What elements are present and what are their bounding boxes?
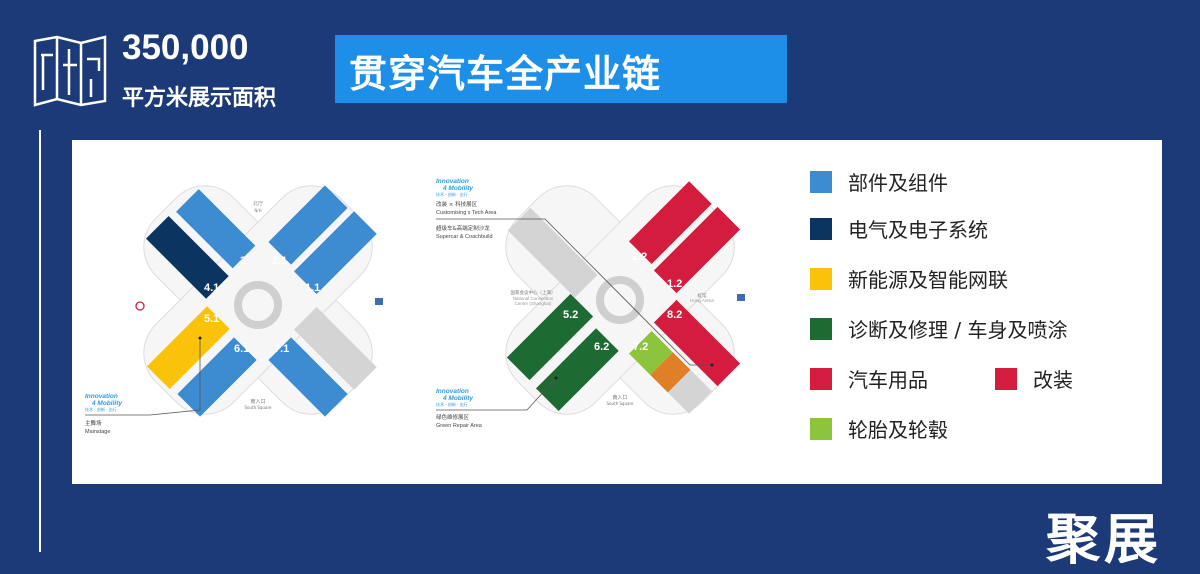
svg-text:北厅: 北厅 bbox=[253, 200, 263, 207]
map-2: 2.2 1.2 5.2 6.2 7.2 8.2 Innovation 4 Mob… bbox=[436, 178, 745, 429]
svg-text:技术 · 创新 · 出行: 技术 · 创新 · 出行 bbox=[85, 406, 117, 412]
legend-swatch bbox=[810, 170, 832, 193]
divider-line bbox=[39, 130, 41, 552]
hall-2-1 bbox=[268, 185, 348, 265]
legend-swatch bbox=[810, 267, 832, 290]
legend-swatch bbox=[810, 317, 832, 340]
svg-text:技术 · 创新 · 出行: 技术 · 创新 · 出行 bbox=[436, 191, 468, 197]
page-title: 贯穿汽车全产业链 bbox=[335, 35, 787, 103]
hall-6-2 bbox=[535, 328, 619, 412]
area-label: 平方米展示面积 bbox=[122, 86, 277, 111]
area-value: 350,000 bbox=[122, 28, 249, 67]
hall-4-1 bbox=[145, 215, 229, 299]
svg-text:国家会议中心（上海）: 国家会议中心（上海） bbox=[511, 289, 556, 296]
hall-5-1 bbox=[146, 306, 230, 390]
legend-swatch bbox=[810, 367, 832, 390]
hall-1-1 bbox=[293, 211, 377, 295]
airport-icon bbox=[737, 294, 745, 301]
map-1: 3 2.1 4.1 1.1 5.1 6.1 7.1 北厅 N/H 南入口 Sou… bbox=[85, 185, 383, 435]
legend-label: 新能源及智能网联 bbox=[848, 268, 1008, 292]
svg-text:7.1: 7.1 bbox=[274, 343, 289, 355]
hall-3 bbox=[176, 189, 256, 269]
svg-text:绿色维修展区: 绿色维修展区 bbox=[436, 413, 470, 421]
svg-text:超级车&高端定制沙龙: 超级车&高端定制沙龙 bbox=[436, 224, 490, 232]
legend-label: 轮胎及轮毂 bbox=[848, 418, 948, 442]
svg-text:改装 × 科技展区: 改装 × 科技展区 bbox=[436, 200, 478, 208]
svg-text:5.1: 5.1 bbox=[204, 313, 219, 325]
legend-item: 改装 bbox=[995, 364, 1073, 393]
svg-text:N/H: N/H bbox=[254, 208, 261, 213]
legend-item: 轮胎及轮毂 bbox=[810, 414, 948, 443]
hall-7-1 bbox=[268, 337, 348, 417]
svg-text:6.1: 6.1 bbox=[234, 343, 249, 355]
svg-text:South Square: South Square bbox=[607, 401, 635, 406]
legend-item: 部件及组件 bbox=[810, 167, 948, 196]
svg-text:4 Mobility: 4 Mobility bbox=[442, 185, 473, 192]
hall-5-2 bbox=[506, 293, 594, 381]
svg-text:5.2: 5.2 bbox=[563, 309, 578, 321]
airport-icon bbox=[375, 298, 383, 305]
hall-8-2 bbox=[653, 299, 741, 387]
brand-logo: 聚展 bbox=[1046, 508, 1162, 571]
legend-item: 电气及电子系统 bbox=[810, 214, 988, 243]
svg-text:Center (Shanghai): Center (Shanghai) bbox=[515, 301, 552, 306]
legend-item: 汽车用品 bbox=[810, 364, 928, 393]
legend-label: 诊断及修理 / 车身及喷涂 bbox=[848, 318, 1068, 342]
svg-text:4 Mobility: 4 Mobility bbox=[91, 400, 122, 407]
legend-label: 汽车用品 bbox=[848, 368, 928, 392]
legend-item: 新能源及智能网联 bbox=[810, 264, 1008, 293]
svg-text:虹馆: 虹馆 bbox=[698, 292, 707, 299]
svg-text:南入口: 南入口 bbox=[250, 398, 265, 405]
svg-text:技术 · 创新 · 出行: 技术 · 创新 · 出行 bbox=[436, 401, 468, 407]
svg-text:6.2: 6.2 bbox=[594, 341, 609, 353]
svg-text:National Convention: National Convention bbox=[513, 296, 554, 301]
legend-label: 部件及组件 bbox=[848, 171, 948, 195]
legend-swatch bbox=[810, 217, 832, 240]
svg-text:Innovation: Innovation bbox=[85, 393, 118, 400]
hall-7-2 bbox=[628, 330, 673, 375]
legend-item: 诊断及修理 / 车身及喷涂 bbox=[810, 314, 1067, 343]
metro-icon bbox=[135, 301, 145, 311]
svg-text:Innovation: Innovation bbox=[436, 388, 469, 395]
svg-text:8.2: 8.2 bbox=[667, 309, 682, 321]
hall-1-2 bbox=[653, 206, 741, 294]
svg-text:2.1: 2.1 bbox=[272, 255, 287, 267]
svg-text:1.1: 1.1 bbox=[305, 282, 320, 294]
svg-text:Hong Arena: Hong Arena bbox=[690, 298, 714, 303]
svg-text:4.1: 4.1 bbox=[204, 282, 219, 294]
svg-text:南入口: 南入口 bbox=[612, 394, 627, 401]
hall-6-1 bbox=[177, 337, 257, 417]
svg-text:South Square: South Square bbox=[245, 405, 273, 410]
svg-text:2.2: 2.2 bbox=[632, 251, 647, 263]
svg-text:1.2: 1.2 bbox=[667, 278, 682, 290]
svg-text:4 Mobility: 4 Mobility bbox=[442, 395, 473, 402]
svg-text:3: 3 bbox=[240, 255, 246, 267]
svg-text:Customising x Tech Area: Customising x Tech Area bbox=[436, 210, 497, 216]
svg-text:Green Repair Area: Green Repair Area bbox=[436, 423, 483, 429]
svg-text:Mainstage: Mainstage bbox=[85, 429, 110, 435]
hall-gray bbox=[293, 306, 377, 390]
svg-text:主舞场: 主舞场 bbox=[85, 419, 102, 427]
legend-label: 改装 bbox=[1033, 368, 1073, 392]
folded-map-icon bbox=[33, 35, 107, 107]
svg-text:Supercar & Coachbuild: Supercar & Coachbuild bbox=[436, 234, 493, 240]
floorplan-maps: 3 2.1 4.1 1.1 5.1 6.1 7.1 北厅 N/H 南入口 Sou… bbox=[85, 178, 745, 435]
hall-2-2 bbox=[628, 181, 712, 265]
svg-text:Innovation: Innovation bbox=[436, 178, 469, 185]
legend-label: 电气及电子系统 bbox=[848, 218, 988, 242]
svg-text:7.2: 7.2 bbox=[633, 341, 648, 353]
legend-swatch bbox=[995, 367, 1017, 390]
legend-swatch bbox=[810, 417, 832, 440]
floorplan-panel: 3 2.1 4.1 1.1 5.1 6.1 7.1 北厅 N/H 南入口 Sou… bbox=[72, 140, 1162, 484]
